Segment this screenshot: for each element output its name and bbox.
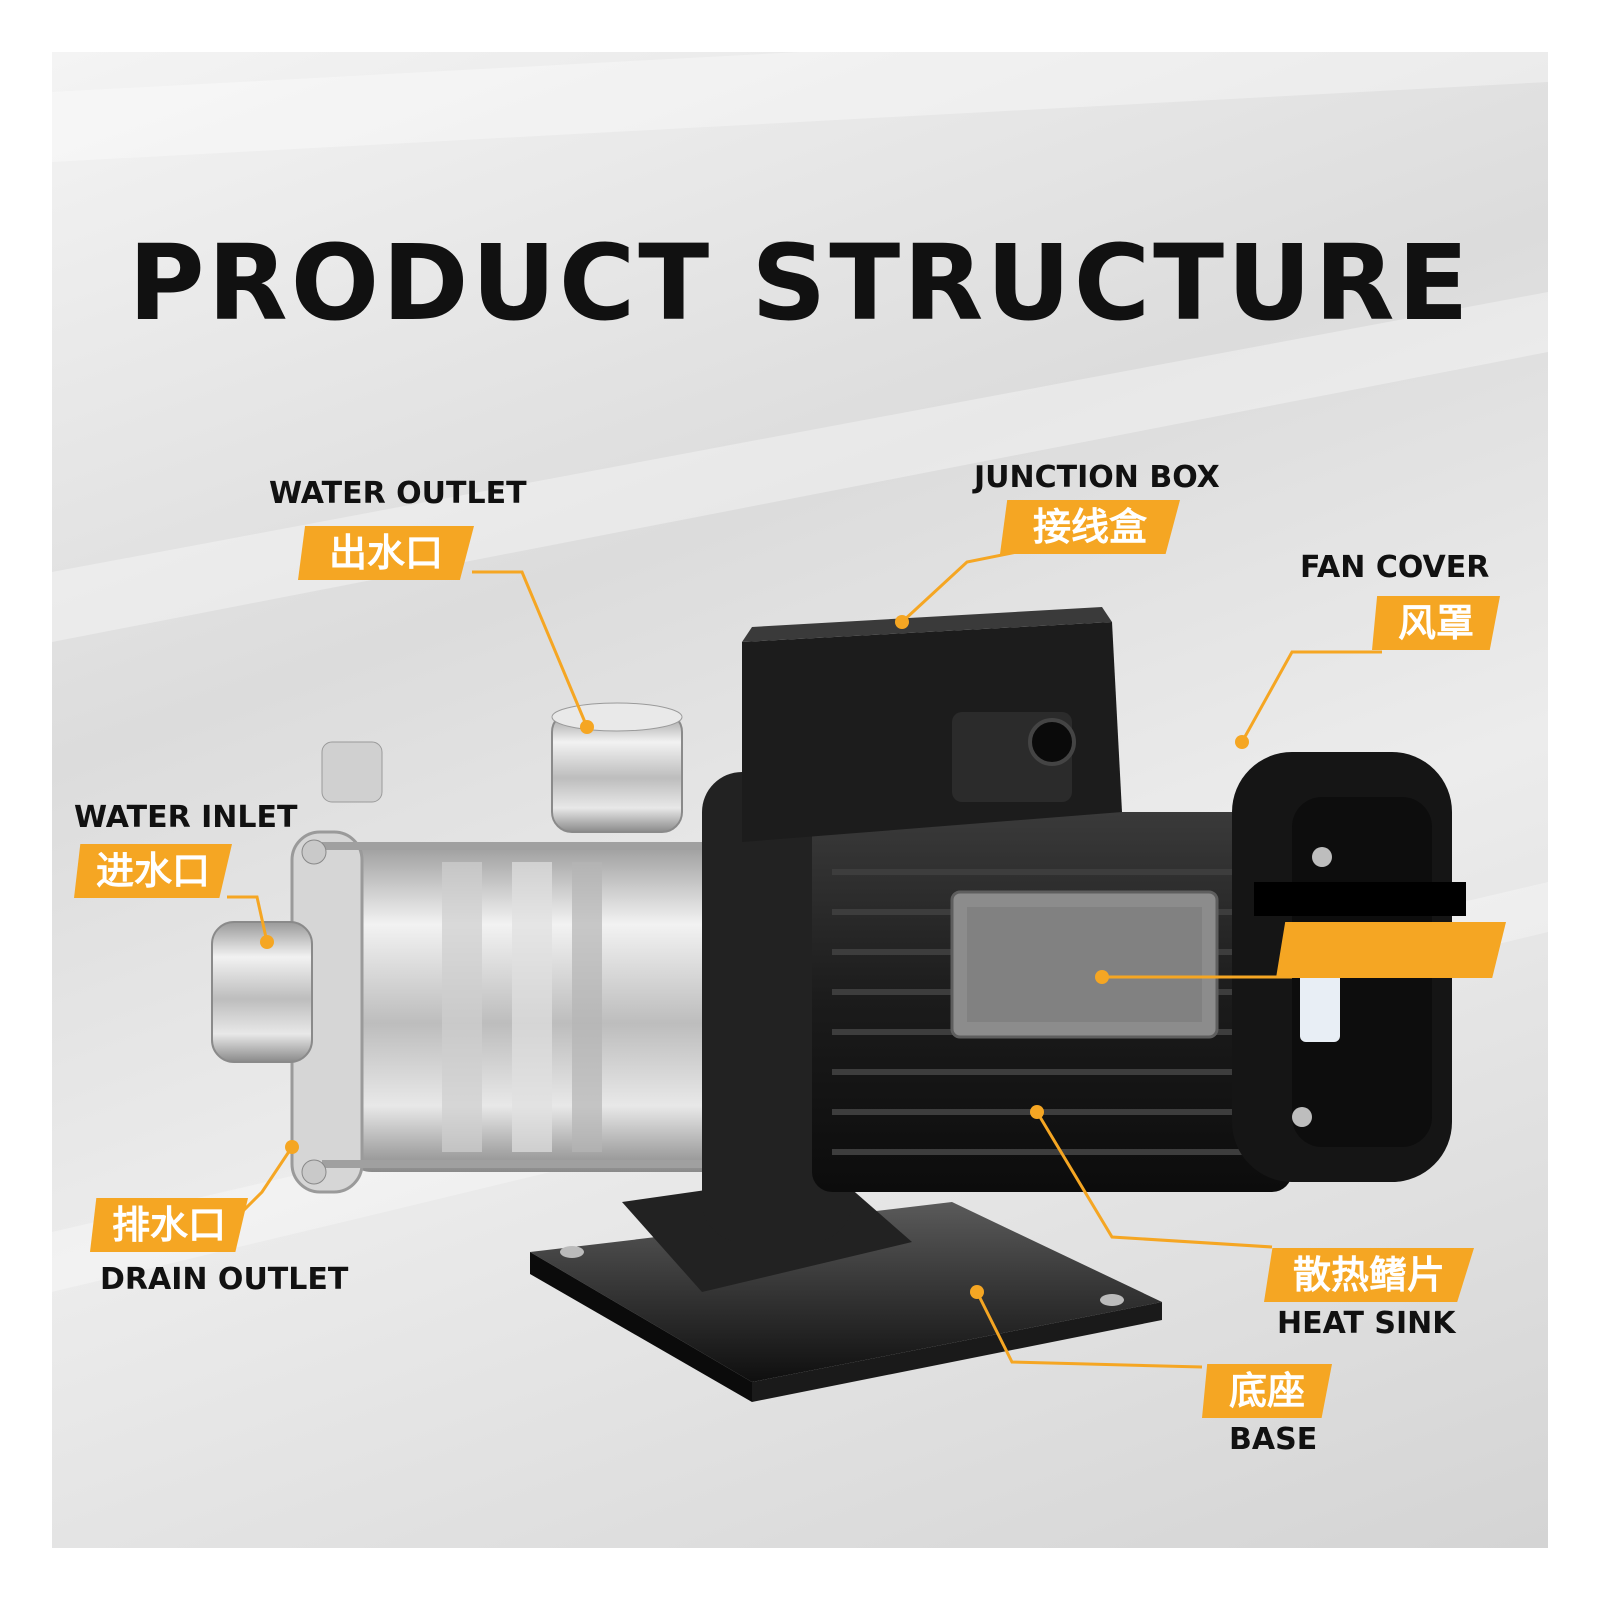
leader-fan-cover xyxy=(1240,650,1382,743)
redaction-bar xyxy=(1254,882,1466,916)
base-label-en: BASE xyxy=(1229,1422,1318,1457)
water-outlet-label-en: WATER OUTLET xyxy=(269,476,527,511)
fan-cover-label-cn: 风罩 xyxy=(1372,596,1500,650)
leader-base xyxy=(975,1291,1203,1369)
drain-outlet-label-en: DRAIN OUTLET xyxy=(100,1262,349,1297)
leader-water-inlet xyxy=(227,895,269,943)
blank-label-tag xyxy=(1276,922,1506,978)
leader-lines xyxy=(227,550,1382,1369)
heat-sink-label-en: HEAT SINK xyxy=(1277,1306,1456,1341)
water-outlet-label-cn: 出水口 xyxy=(298,526,474,580)
background-stripe xyxy=(52,52,1548,162)
drain-outlet-label-cn: 排水口 xyxy=(90,1198,248,1252)
product-structure-panel: PRODUCT STRUCTURE WATER OUTLET 出水口 JUNCT… xyxy=(52,52,1548,1548)
heat-sink-label-cn: 散热鳍片 xyxy=(1264,1248,1474,1302)
base-label-cn: 底座 xyxy=(1202,1364,1332,1418)
water-inlet-label-cn: 进水口 xyxy=(74,844,232,898)
pump-body xyxy=(211,702,772,1194)
leader-junction-box xyxy=(900,550,1018,624)
junction-box-label-cn: 接线盒 xyxy=(1000,500,1180,554)
leader-water-outlet xyxy=(472,570,589,728)
junction-box-label-en: JUNCTION BOX xyxy=(974,460,1220,495)
background-stripe xyxy=(52,292,1548,642)
leader-heat-sink xyxy=(1035,1111,1273,1249)
base-plate xyxy=(530,1172,1162,1402)
fan-cover-label-en: FAN COVER xyxy=(1300,550,1490,585)
leader-dots xyxy=(260,615,1249,1299)
page-title: PRODUCT STRUCTURE xyxy=(128,222,1472,344)
water-inlet-label-en: WATER INLET xyxy=(74,800,298,835)
